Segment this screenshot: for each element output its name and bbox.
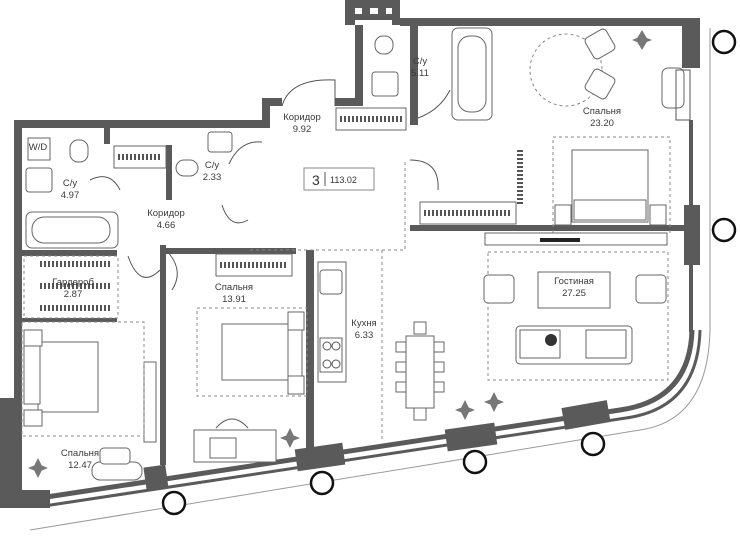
desk-icon: [193, 418, 277, 463]
bed-icon: [221, 323, 301, 381]
bedroom-left-furniture: [21, 321, 145, 481]
toilet-icon: [69, 139, 89, 163]
hob-icon: [319, 337, 343, 373]
total-area: 113.02: [330, 175, 357, 185]
bedroom-mid-furniture: [143, 307, 308, 463]
room-label-corridor-top: Коридор: [283, 112, 321, 123]
room-area-bath-top: 5.11: [411, 68, 429, 79]
internal-walls: [22, 25, 685, 465]
column-icon: [711, 29, 737, 55]
outer-walls: [0, 0, 711, 531]
room-area-bedroom-left: 12.47: [68, 460, 92, 471]
room-area-bedroom-mid: 13.91: [222, 294, 246, 305]
armchair-icon: [635, 274, 667, 304]
columns: [161, 29, 737, 516]
sink-icon: [319, 269, 343, 295]
room-area-living: 27.25: [562, 288, 586, 299]
door-swings: [89, 79, 451, 291]
rooms-count: 3: [312, 172, 320, 188]
room-label-kitchen: Кухня: [351, 318, 376, 329]
bed-icon: [37, 341, 99, 413]
room-label-wardrobe: Гардероб: [52, 277, 94, 288]
room-label-bath-left: С/у: [63, 178, 78, 189]
room-area-kitchen: 6.33: [355, 330, 374, 341]
column-icon: [711, 217, 737, 243]
kitchen-furniture: [317, 250, 445, 440]
room-label-bedroom-mid: Спальня: [215, 282, 253, 293]
sink-icon: [25, 167, 53, 193]
plant-icon: [484, 392, 504, 412]
room-label-living: Гостиная: [554, 276, 594, 287]
toilet-icon: [175, 159, 199, 177]
wardrobes: [23, 107, 523, 319]
armchair-icon: [584, 28, 616, 60]
bedroom-master-furniture: [484, 28, 691, 246]
room-labels: W/D С/у 4.97 С/у 2.33 С/у 5.11 Коридор 9…: [29, 56, 621, 471]
room-label-corridor-left: Коридор: [147, 208, 185, 219]
bath-left: [25, 137, 119, 249]
armchair-icon: [483, 274, 515, 304]
room-area-wc-small: 2.33: [203, 172, 222, 183]
sink-icon: [207, 131, 233, 153]
room-label-wd: W/D: [29, 142, 48, 153]
toilet-icon: [374, 35, 394, 55]
plant-icon: [455, 400, 475, 420]
room-area-corridor-left: 4.66: [157, 220, 176, 231]
room-label-bedroom-left: Спальня: [61, 448, 99, 459]
room-area-wardrobe: 2.87: [64, 289, 83, 300]
bath-top: [371, 27, 493, 121]
plant-icon: [28, 458, 48, 478]
column-icon: [161, 490, 187, 516]
room-area-bedroom-master: 23.20: [590, 118, 614, 129]
plant-icon: [280, 428, 300, 448]
column-icon: [462, 449, 488, 475]
room-area-bath-left: 4.97: [61, 190, 80, 201]
column-icon: [309, 470, 335, 496]
armchair-icon: [584, 68, 616, 100]
room-label-bath-top: С/у: [413, 56, 428, 67]
room-label-bedroom-master: Спальня: [583, 106, 621, 117]
room-label-wc-small: С/у: [205, 160, 220, 171]
plant-icon: [632, 30, 652, 50]
column-icon: [580, 431, 606, 457]
sink-icon: [371, 71, 399, 97]
wc-small: [175, 131, 233, 177]
room-area-corridor-top: 9.92: [293, 124, 312, 135]
apartment-area-badge: 3 113.02: [303, 167, 375, 191]
living-furniture: [455, 251, 669, 420]
dining-table-icon: [395, 321, 445, 421]
